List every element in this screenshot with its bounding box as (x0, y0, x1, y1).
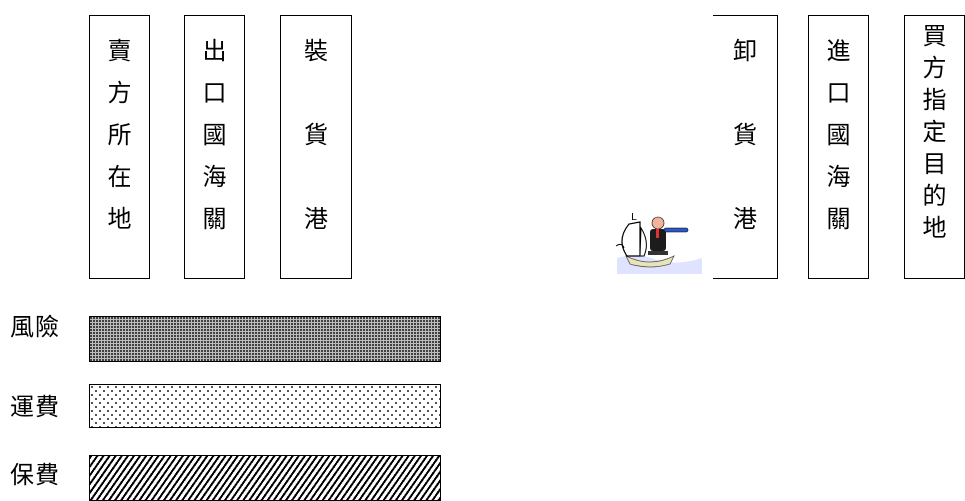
vchar: 裝 (304, 37, 328, 65)
vchar: 關 (202, 205, 227, 233)
vchar: 指 (922, 86, 947, 114)
vchar: 貨 (733, 121, 757, 149)
vchar: 出 (202, 37, 227, 65)
vchar: 國 (202, 121, 227, 149)
vchar: 國 (826, 121, 851, 149)
legend-bar-insurance (89, 455, 441, 501)
legend-bar-freight (89, 384, 441, 428)
vchar: 海 (826, 163, 851, 191)
vchar: 地 (922, 214, 947, 242)
vchar: 的 (922, 182, 947, 210)
box-buyer-destination: 買 方 指 定 目 的 地 (904, 15, 965, 279)
legend-label-freight: 運費 (10, 393, 60, 421)
vchar: 在 (107, 163, 132, 191)
vchar: 貨 (304, 121, 328, 149)
vchar: 定 (922, 118, 947, 146)
box-loading-port: 裝 貨 港 (280, 15, 352, 279)
vchar: 買 (922, 22, 947, 50)
vchar: 所 (107, 121, 132, 149)
box-unloading-port: 卸 貨 港 (713, 15, 778, 279)
vchar: 方 (922, 54, 947, 82)
legend-label-insurance: 保費 (10, 461, 60, 489)
vchar: 賣 (107, 37, 132, 65)
vchar: 卸 (733, 37, 757, 65)
vchar: 海 (202, 163, 227, 191)
vchar: 關 (826, 205, 851, 233)
legend-label-risk: 風險 (10, 313, 60, 341)
vchar: 港 (304, 205, 328, 233)
vchar: 目 (922, 150, 947, 178)
legend-bar-risk (89, 316, 441, 362)
svg-text:L: L (631, 212, 637, 223)
vchar: 口 (202, 79, 227, 107)
ship-with-lookout-icon: L (615, 212, 702, 274)
vchar: 進 (826, 37, 851, 65)
vchar: 方 (107, 79, 132, 107)
vchar: 地 (107, 205, 132, 233)
vchar: 口 (826, 79, 851, 107)
vchar: 港 (733, 205, 757, 233)
box-import-customs: 進 口 國 海 關 (808, 15, 869, 279)
box-export-customs: 出 口 國 海 關 (184, 15, 245, 279)
box-seller-location: 賣 方 所 在 地 (89, 15, 150, 279)
